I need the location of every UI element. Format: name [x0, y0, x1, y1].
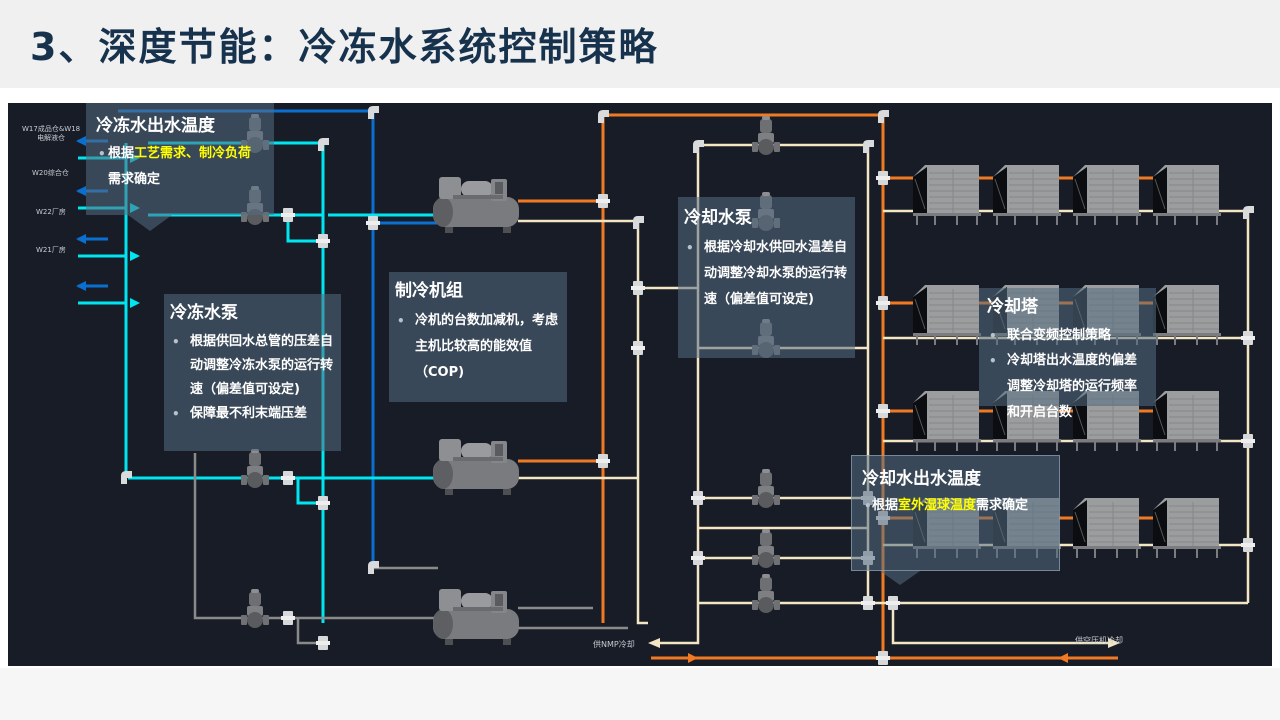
- footer-band: [0, 668, 1280, 720]
- chiller-3: [433, 589, 519, 645]
- cooling-pump-1: [752, 116, 780, 155]
- callout-cooling-tower: 冷却塔 联合变频控制策略 冷却塔出水温度的偏差调整冷却塔的运行频率和开启台数: [979, 288, 1156, 420]
- chiller-1: [433, 177, 519, 233]
- callout-bullet-highlight: 联合变频控制策略: [987, 324, 1148, 348]
- callout-bullet: 冷机的台数加减机，考虑主机比较高的能效值（COP): [395, 308, 561, 386]
- callout-title: 冷却水泵: [684, 208, 752, 228]
- bullet-text: 根据: [872, 498, 899, 513]
- callout-title: 冷却塔: [987, 297, 1038, 317]
- chilled-return-arrows: [76, 136, 86, 291]
- callout-chiller-unit: 制冷机组 冷机的台数加减机，考虑主机比较高的能效值（COP): [389, 272, 567, 402]
- callout-title: 制冷机组: [395, 281, 463, 301]
- callout-bullet: 根据供回水总管的压差自动调整冷冻水泵的运行转速（偏差值可设定): [170, 330, 335, 402]
- callout-pointer: [128, 215, 172, 231]
- chiller-2: [433, 439, 519, 495]
- bullet-text: 需求确定: [976, 498, 1029, 513]
- branch-label-line: 电解液仓: [37, 134, 66, 142]
- callout-chilled-pump: 冷冻水泵 根据供回水总管的压差自动调整冷冻水泵的运行转速（偏差值可设定) 保障最…: [164, 294, 341, 451]
- callout-title: 冷却水出水温度: [862, 469, 981, 489]
- callout-bullet: 保障最不利末端压差: [170, 402, 335, 426]
- bullet-text: 根据: [108, 146, 135, 161]
- bullet-text: 需求确定: [108, 172, 161, 187]
- cooling-supply-arrows: [688, 653, 1068, 663]
- callout-title: 冷冻水出水温度: [96, 116, 215, 136]
- callout-bullet: 冷却塔出水温度的偏差调整冷却塔的运行频率和开启台数: [987, 348, 1148, 426]
- cooling-return-arrows: [648, 638, 1120, 648]
- callout-bullet: 根据室外湿球温度需求确定: [862, 494, 1049, 518]
- chilled-pump-4: [241, 589, 269, 628]
- branch-label-w17-w18: W17成品仓&W18 电解液仓: [22, 125, 80, 143]
- callout-cooling-outlet-temp: 冷却水出水温度 根据室外湿球温度需求确定: [851, 455, 1060, 571]
- standby-pipes: [193, 453, 628, 645]
- callout-bullet: 根据工艺需求、制冷负荷需求确定: [96, 141, 264, 193]
- air-compressor-cooling-label: 供空压机冷却: [1075, 636, 1123, 645]
- cooling-pump-6: [752, 574, 780, 613]
- callout-cooling-pump: 冷却水泵 根据冷却水供回水温差自动调整冷却水泵的运行转速（偏差值可设定): [678, 197, 855, 358]
- page-title: 3、深度节能：冷冻水系统控制策略: [30, 25, 659, 69]
- bullet-highlight: 工艺需求、制冷负荷: [134, 146, 252, 161]
- branch-label-w20: W20综合仓: [32, 169, 69, 177]
- system-diagram-panel: W17成品仓&W18 电解液仓 W20综合仓 W22厂房 W21厂房 供NMP冷…: [8, 103, 1272, 666]
- title-bar: 3、深度节能：冷冻水系统控制策略: [0, 0, 1280, 88]
- branch-label-line: W17成品仓&W18: [22, 125, 81, 133]
- cooling-pump-5: [752, 529, 780, 568]
- callout-chilled-outlet-temp: 冷冻水出水温度 根据工艺需求、制冷负荷需求确定: [86, 103, 274, 215]
- cooling-pump-4: [752, 469, 780, 508]
- callout-title: 冷冻水泵: [170, 303, 238, 323]
- branch-label-w22: W22厂房: [36, 208, 66, 216]
- nmp-cooling-label: 供NMP冷却: [593, 640, 635, 649]
- callout-pointer: [880, 571, 920, 585]
- chilled-pump-3: [241, 449, 269, 488]
- callout-bullet: 根据冷却水供回水温差自动调整冷却水泵的运行转速（偏差值可设定): [684, 235, 849, 313]
- branch-label-w21: W21厂房: [36, 246, 66, 254]
- bullet-highlight: 室外湿球温度: [898, 498, 977, 513]
